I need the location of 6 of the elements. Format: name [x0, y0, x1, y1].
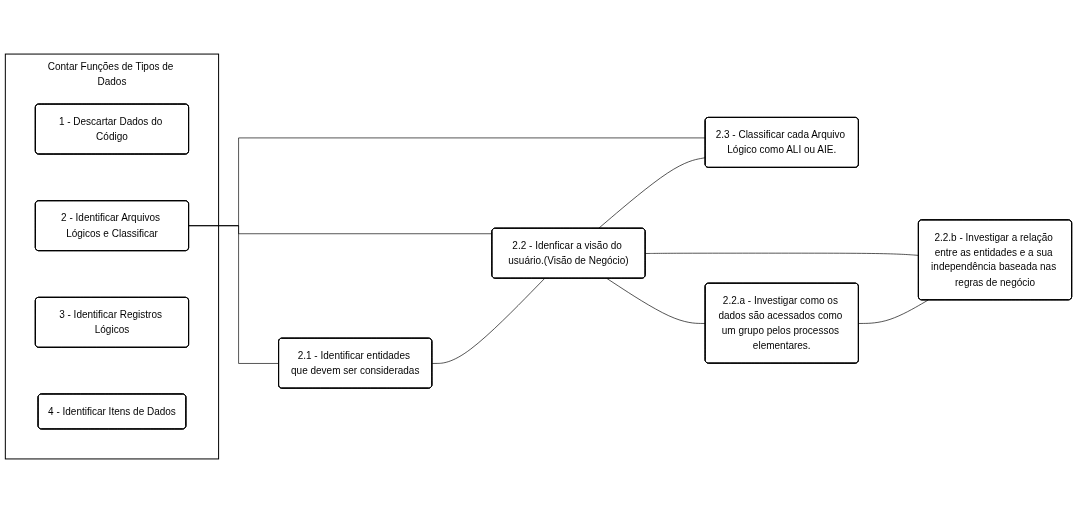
connector — [598, 157, 706, 229]
connector — [188, 137, 706, 226]
connector — [431, 278, 545, 364]
connector — [858, 299, 929, 324]
connector — [606, 278, 706, 324]
connector — [645, 252, 920, 256]
